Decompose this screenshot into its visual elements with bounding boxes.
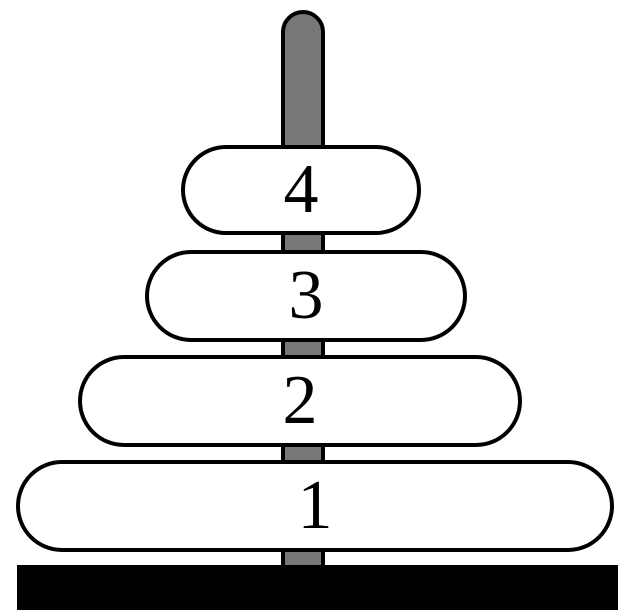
ring-2: 2 bbox=[78, 355, 522, 447]
ring-label-3: 3 bbox=[289, 261, 324, 331]
ring-1: 1 bbox=[16, 460, 614, 552]
tower-base bbox=[17, 565, 618, 610]
ring-label-2: 2 bbox=[283, 366, 318, 436]
ring-4: 4 bbox=[181, 145, 421, 235]
ring-3: 3 bbox=[145, 250, 467, 342]
ring-label-4: 4 bbox=[284, 155, 319, 225]
ring-label-1: 1 bbox=[298, 471, 333, 541]
